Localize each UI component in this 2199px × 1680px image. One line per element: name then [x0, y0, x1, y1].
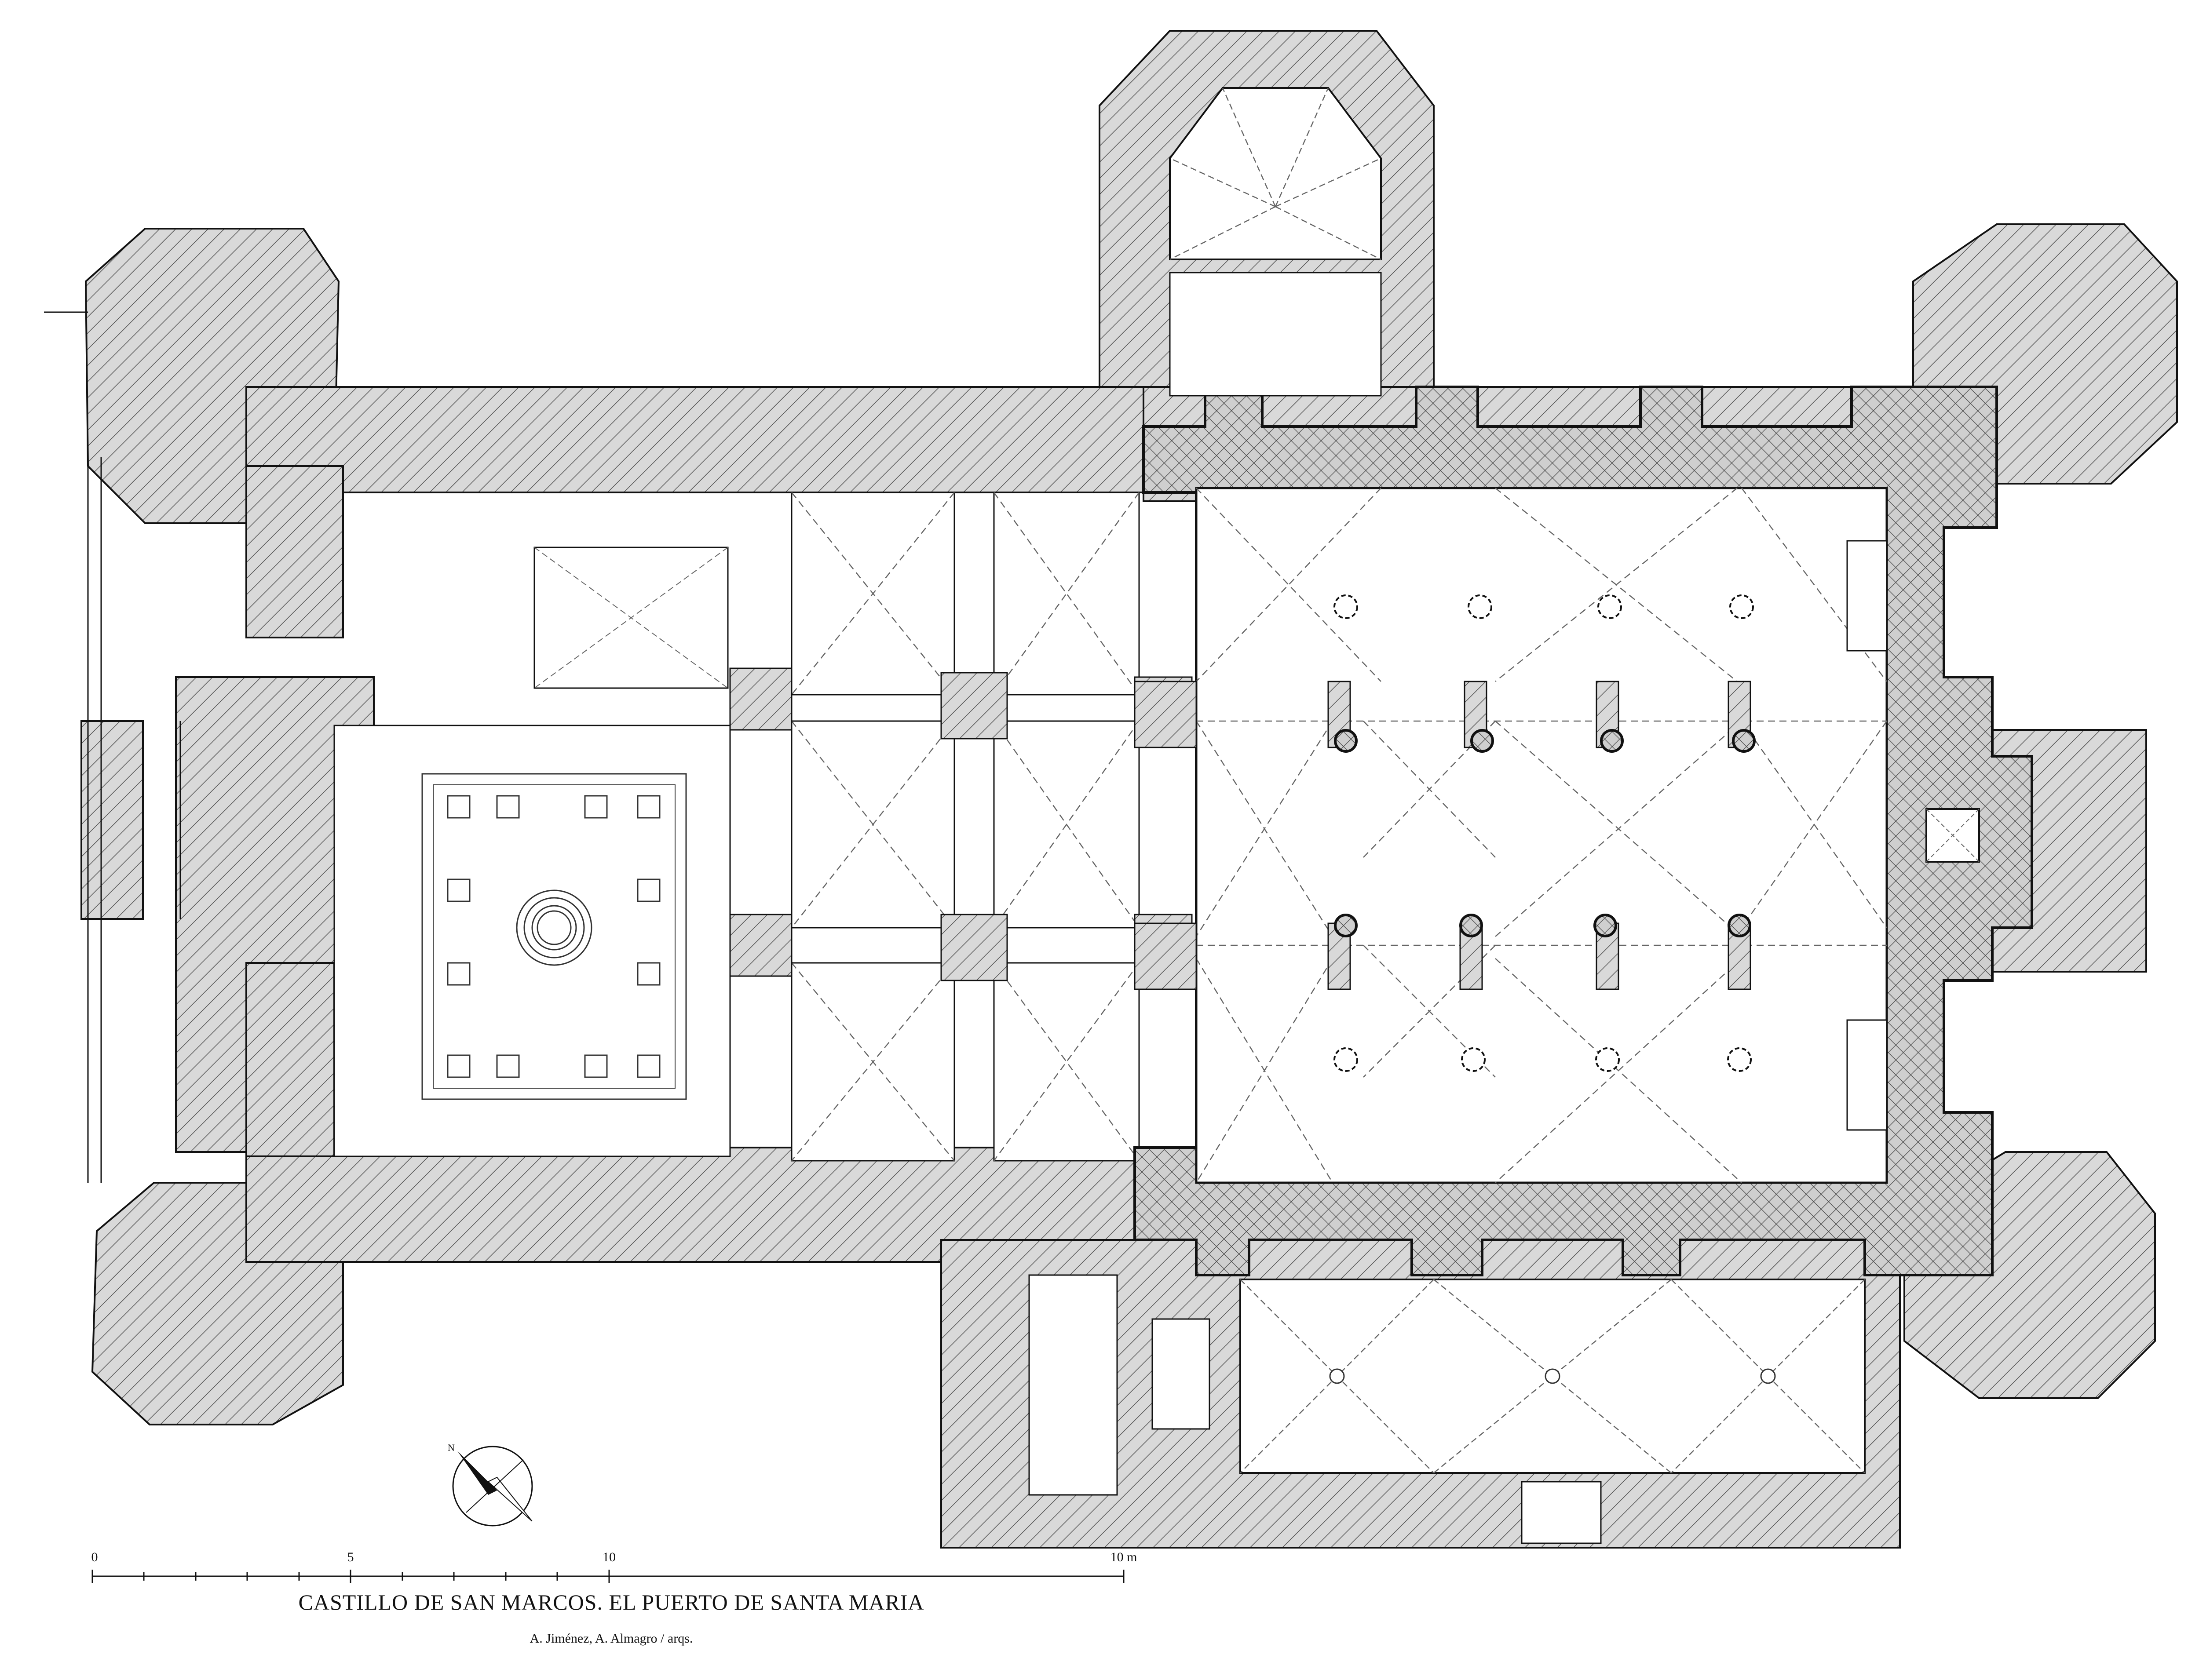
column-bases-solid	[1334, 729, 1756, 937]
scale-tick-0: 0	[91, 1550, 98, 1564]
south-annex	[1028, 1274, 1866, 1544]
altar-north	[1846, 540, 1888, 652]
courtyard-well	[516, 889, 592, 966]
north-label: N	[448, 1442, 455, 1453]
courtyard-inner-square	[421, 773, 687, 1100]
scale-tick-5: 5	[347, 1550, 354, 1564]
apse-vault	[1169, 87, 1382, 397]
scale-tick-10: 10	[603, 1550, 616, 1564]
compass-icon	[452, 1446, 533, 1527]
scale-bar	[91, 1570, 1125, 1583]
west-entrance-block-north	[245, 465, 344, 638]
altar-south	[1846, 1019, 1888, 1131]
drawing-credit: A. Jiménez, A. Almagro / arqs.	[530, 1631, 693, 1646]
courtyard-pillars	[447, 795, 661, 1078]
west-entrance-block-south	[245, 962, 335, 1157]
west-gate-pier-north	[80, 720, 144, 920]
north-wall	[245, 386, 1149, 493]
column-bases-dashed	[1333, 594, 1754, 1072]
courtyard	[333, 547, 731, 1157]
church	[1133, 386, 2033, 1276]
drawing-title: CASTILLO DE SAN MARCOS. EL PUERTO DE SAN…	[298, 1590, 924, 1614]
scale-tick-10m: 10 m	[1110, 1550, 1137, 1564]
nave-vault-ribs	[1195, 488, 1888, 1183]
west-entrance-lines	[44, 311, 181, 1183]
gallery-vault-ribs	[791, 492, 1140, 1161]
gallery-bays	[791, 492, 1140, 1162]
church-nave	[1195, 487, 1888, 1184]
